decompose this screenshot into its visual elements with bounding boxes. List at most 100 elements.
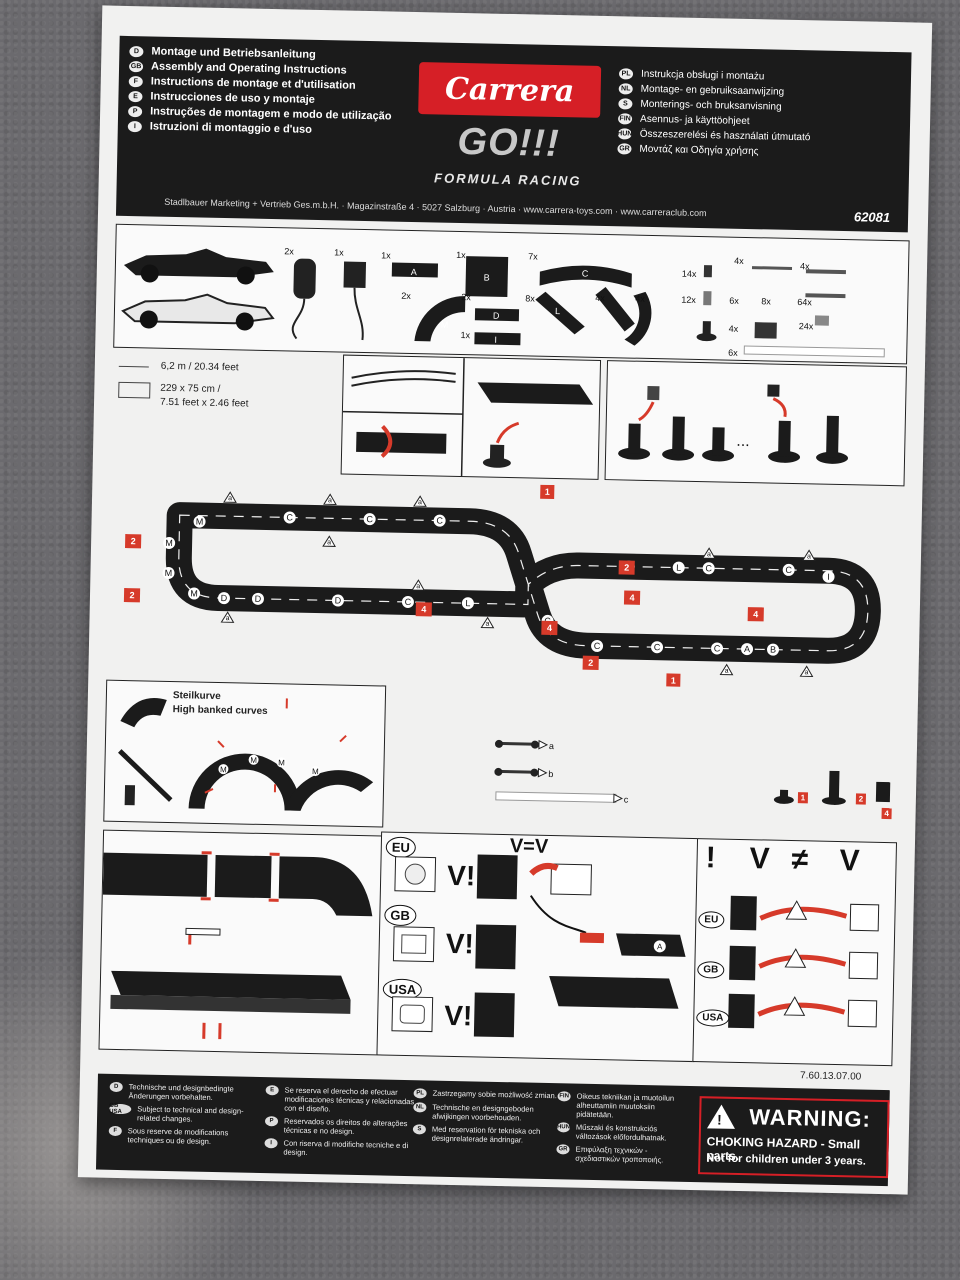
notice-code: D xyxy=(109,1081,123,1093)
piece-letter: B xyxy=(770,645,776,655)
piece-letter: M xyxy=(190,588,198,598)
footer-column: E Se reserva el derecho de efectuar modif… xyxy=(264,1085,416,1163)
piece-letter: D xyxy=(255,594,262,604)
support-letter: a xyxy=(416,583,420,590)
piece-letter: D xyxy=(221,593,228,603)
power-illustration: A xyxy=(391,854,686,1038)
qty-label: 6x xyxy=(728,348,738,358)
support-letter: a xyxy=(725,668,729,675)
piece-letter: M xyxy=(165,538,173,548)
language-title: Istruzioni di montaggio e d'uso xyxy=(149,120,313,136)
pillar-callout: 2 xyxy=(131,536,136,546)
track-layout-panel: M M C C C M M D D D C L C C C L C I C C xyxy=(106,476,902,693)
language-title: Asennus- ja käyttöohjeet xyxy=(639,113,750,127)
track-length: 6,2 m / 20.34 feet xyxy=(160,360,239,374)
accessories-illustration: a b c 1 2 4 xyxy=(494,739,892,820)
banked-curves-panel: Steilkurve High banked curves M M M M xyxy=(103,679,387,828)
piece-letter: M xyxy=(220,765,227,774)
support-letter: a xyxy=(418,499,422,506)
piece-letter: M xyxy=(250,756,257,765)
qty-label: 8x xyxy=(525,293,535,303)
pillar-height-badge: 2 xyxy=(859,794,864,803)
language-code: GR xyxy=(617,142,632,155)
qty-label: 7x xyxy=(528,251,538,261)
pillar-height-badge: 4 xyxy=(884,809,889,818)
language-title: Montage und Betriebsanleitung xyxy=(151,45,316,61)
warning-exclaim-icon: ! xyxy=(716,1111,723,1128)
piece-letter: A xyxy=(657,942,663,951)
pillar-callout: 2 xyxy=(129,590,134,600)
language-title: Instrukcja obsługi i montażu xyxy=(640,68,765,82)
parts-illustration: 1x 2x 1x 1x 7x 2x 2x 8x 1x 4x 4x 14x 12x… xyxy=(121,246,885,358)
pillar-callout: 2 xyxy=(588,658,593,668)
qty-label: 12x xyxy=(681,295,696,305)
track-joint-panel xyxy=(98,829,388,1056)
notice-text: Se reserva el derecho de efectuar modifi… xyxy=(284,1085,415,1114)
qty-label: 1x xyxy=(381,250,391,260)
piece-letter: C xyxy=(654,642,661,652)
notice-text: Műszaki és konstrukciós változások előfo… xyxy=(575,1122,667,1143)
qty-label: 4x xyxy=(729,324,739,334)
notice-text: Med reservation för tekniska och designr… xyxy=(431,1124,541,1145)
product-line-logo: GO!!! xyxy=(457,120,561,166)
piece-letter: A xyxy=(744,644,750,654)
piece-letter: D xyxy=(335,595,342,605)
notice-text: Oikeus tekniikan ja muotoilun alheuttami… xyxy=(576,1091,675,1120)
support-letter: a xyxy=(327,539,331,546)
notice-text: Subject to technical and design-related … xyxy=(136,1104,244,1124)
notice-code: GR xyxy=(556,1144,570,1155)
qty-label: 1x xyxy=(460,330,470,340)
area-box-icon xyxy=(118,381,151,399)
piece-letter: D xyxy=(493,311,500,321)
piece-letter: A xyxy=(411,267,417,277)
accessory-label: c xyxy=(624,795,629,805)
notice-code: HUN xyxy=(556,1122,571,1133)
product-subtitle: FORMULA RACING xyxy=(433,170,582,189)
piece-letter: C xyxy=(286,512,293,522)
pillar-callout: 2 xyxy=(624,562,629,572)
voltage-warning-illustration xyxy=(728,895,880,1029)
piece-letter: C xyxy=(436,516,443,526)
language-code: HUN xyxy=(617,127,633,140)
qty-label: 1x xyxy=(456,250,466,260)
support-letter: a xyxy=(807,553,811,560)
language-code: P xyxy=(128,105,143,117)
piece-letter: I xyxy=(494,335,497,345)
article-number: 62081 xyxy=(853,209,891,225)
language-title: Instrucciones de uso y montaje xyxy=(150,90,315,106)
language-code: F xyxy=(128,75,143,87)
piece-letter: M xyxy=(278,758,285,767)
accessory-label: b xyxy=(548,769,553,779)
qty-label: 1x xyxy=(334,247,344,257)
qty-label: 4x xyxy=(734,256,744,266)
support-letter: a xyxy=(707,551,711,558)
warning-title: WARNING: xyxy=(748,1104,872,1132)
qty-label: 8x xyxy=(761,296,771,306)
language-code: FIN xyxy=(617,112,633,125)
track-layout-illustration: M M C C C M M D D D C L C C C L C I C C xyxy=(123,484,881,687)
language-code: E xyxy=(128,90,143,102)
notice-code: E xyxy=(265,1085,279,1096)
pillar-assembly-panel: ... xyxy=(604,360,907,487)
power-adapter xyxy=(343,261,367,341)
rail-connection-panel xyxy=(340,354,602,480)
language-code: PL xyxy=(618,67,634,80)
accessory-label: a xyxy=(549,741,554,751)
notice-code: P xyxy=(264,1116,279,1127)
length-line-icon xyxy=(118,365,149,368)
piece-letter: C xyxy=(785,565,792,575)
language-title: Montage- en gebruiksaanwijzing xyxy=(640,83,785,98)
qty-label: 2x xyxy=(461,292,471,302)
qty-label: 6x xyxy=(729,296,739,306)
notice-text: Sous reserve de modifications techniques… xyxy=(127,1126,229,1146)
language-title: Μοντάζ και Οδηγία χρήσης xyxy=(639,143,759,157)
notice-text: Con riserva di modifiche tecniche e di d… xyxy=(283,1138,409,1157)
